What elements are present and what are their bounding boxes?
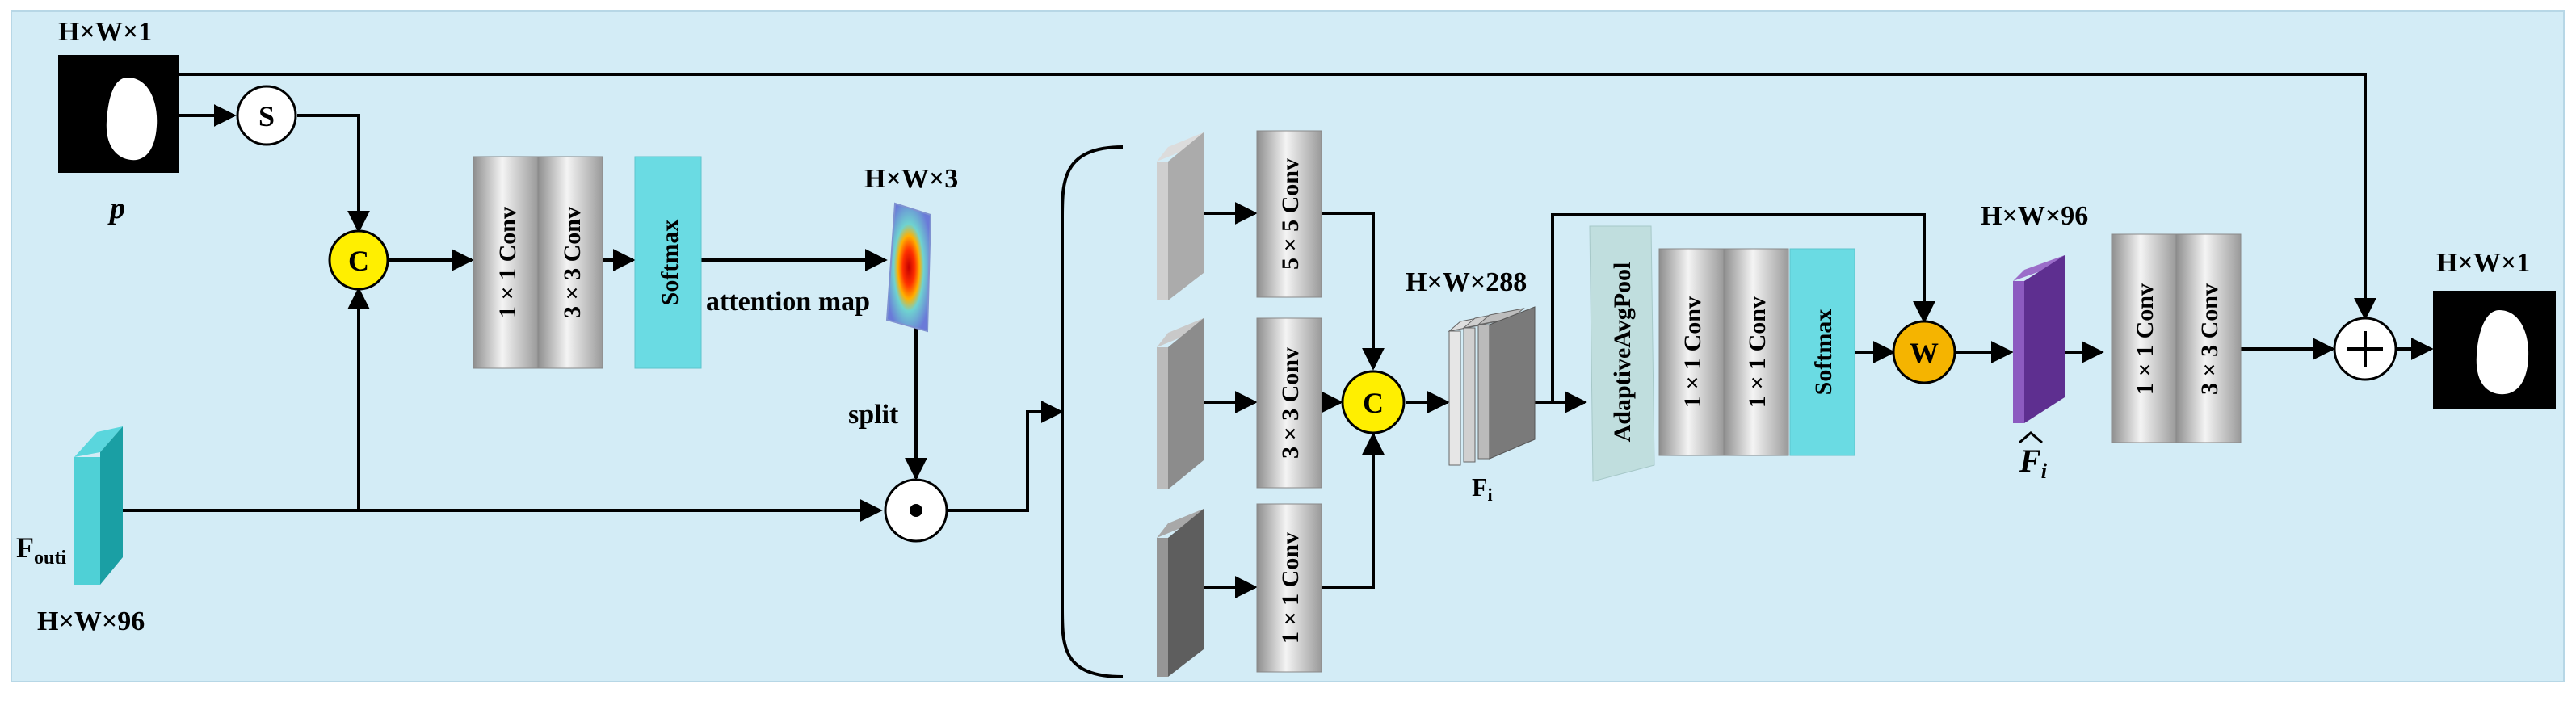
- svg-text:3 × 3 Conv: 3 × 3 Conv: [559, 207, 586, 318]
- split-label: split: [848, 400, 899, 430]
- connectors: [121, 73, 2434, 678]
- edge-sigmoid-to-concat: [297, 114, 370, 233]
- svg-text:1 × 1 Conv: 1 × 1 Conv: [1744, 296, 1771, 408]
- adaptive-avgpool-block: AdaptiveAvgPool: [1589, 225, 1655, 482]
- attention-map-label: attention map: [706, 287, 870, 317]
- conv1x1-block: 1 × 1 Conv: [1256, 503, 1322, 673]
- edge-conv5-to-concat: [1322, 212, 1385, 371]
- bypass-line: [179, 73, 2376, 321]
- fused-feature-stack: [1448, 306, 1536, 466]
- refined-conv-stack: 1 × 1 Conv 3 × 3 Conv: [2111, 233, 2242, 443]
- concat-op-1: C: [328, 229, 389, 291]
- edge-dot-to-branches: [947, 401, 1064, 512]
- refined-hat: [2019, 431, 2043, 444]
- svg-text:S: S: [258, 100, 275, 132]
- pred-dims-label: H×W×1: [58, 17, 152, 47]
- svg-text:1 × 1 Conv: 1 × 1 Conv: [2132, 283, 2158, 395]
- svg-text:3 × 3 Conv: 3 × 3 Conv: [1277, 347, 1304, 459]
- svg-text:AdaptiveAvgPool: AdaptiveAvgPool: [1609, 262, 1636, 443]
- svg-text:Softmax: Softmax: [657, 220, 683, 306]
- svg-text:W: W: [1910, 337, 1939, 369]
- branch-bracket: [1061, 145, 1124, 678]
- refined-dims: H×W×96: [1981, 201, 2088, 231]
- feature-input-symbol: Fouti: [16, 531, 66, 569]
- channel-conv-stack: 1 × 1 Conv 1 × 1 Conv: [1658, 248, 1789, 456]
- sigmoid-op: S: [236, 85, 297, 146]
- attention-conv-stack: 1 × 1 Conv 3 × 3 Conv: [473, 156, 603, 369]
- svg-text:Softmax: Softmax: [1810, 309, 1837, 396]
- fused-dims: H×W×288: [1406, 267, 1527, 297]
- output-mask: [2433, 291, 2556, 409]
- output-dims: H×W×1: [2436, 248, 2530, 278]
- channel-softmax-block: Softmax: [1789, 248, 1855, 456]
- prediction-mask: [58, 55, 179, 173]
- feature-input-dims: H×W×96: [37, 607, 145, 636]
- concat-op-2: C: [1341, 370, 1406, 434]
- svg-text:1 × 1 Conv: 1 × 1 Conv: [494, 207, 521, 318]
- fused-symbol: Fi: [1472, 472, 1493, 505]
- conv5x5-block: 5 × 5 Conv: [1256, 130, 1322, 298]
- weight-op: W: [1892, 320, 1956, 384]
- svg-text:C: C: [348, 245, 369, 277]
- edge-conv1-to-concat: [1322, 432, 1385, 589]
- svg-text:5 × 5 Conv: 5 × 5 Conv: [1277, 158, 1304, 270]
- attention-map-dims: H×W×3: [864, 164, 958, 194]
- branch-feature-top: [1157, 132, 1204, 300]
- edge-fi-to-weight: [1551, 213, 1935, 402]
- attention-heatmap: [885, 202, 932, 333]
- conv3x3-block: 3 × 3 Conv: [1256, 317, 1322, 489]
- branch-feature-bot: [1157, 509, 1204, 677]
- svg-text:1 × 1 Conv: 1 × 1 Conv: [1679, 296, 1706, 408]
- feature-input-block: [74, 426, 123, 585]
- refined-feature-block: [2013, 255, 2065, 423]
- attention-softmax-block: Softmax: [634, 156, 702, 369]
- svg-text:C: C: [1363, 387, 1384, 419]
- svg-text:1 × 1 Conv: 1 × 1 Conv: [1277, 532, 1304, 644]
- refined-symbol: Fi: [2019, 443, 2048, 483]
- branch-feature-mid: [1157, 318, 1204, 489]
- add-op: [2333, 317, 2397, 381]
- pred-symbol: p: [107, 191, 125, 225]
- svg-text:3 × 3 Conv: 3 × 3 Conv: [2196, 283, 2223, 395]
- multiply-op: [884, 478, 948, 543]
